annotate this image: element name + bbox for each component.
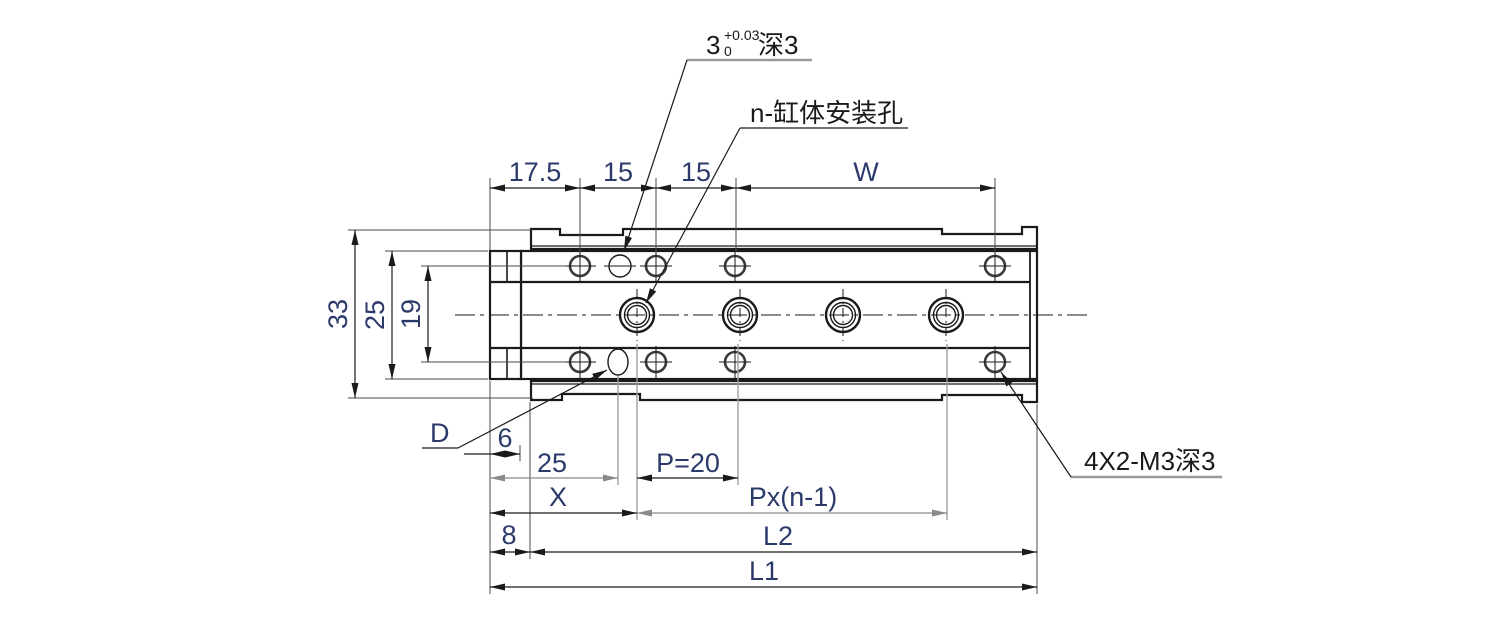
tolerance-suffix: 深3: [758, 30, 798, 60]
dim-19: 19: [396, 299, 426, 329]
dim-w: W: [853, 157, 879, 187]
dim-x: X: [549, 482, 567, 512]
dim-15-b: 15: [681, 157, 711, 187]
large-hole-2: [721, 289, 759, 341]
dim-l2: L2: [763, 521, 793, 551]
large-hole-4: [927, 289, 965, 341]
cylinder-mounting-holes: [618, 289, 965, 341]
d-label: D: [430, 418, 450, 448]
dim-25-left: 25: [360, 300, 390, 330]
mounting-hole-note: n-缸体安装孔: [750, 98, 903, 128]
dim-pxn: Px(n-1): [749, 482, 838, 512]
dim-6: 6: [497, 423, 512, 453]
large-hole-1: [618, 289, 656, 341]
gray-extension-lines: [617, 344, 948, 520]
bottom-plate: [529, 379, 1039, 404]
small-holes-bottom: [564, 346, 1011, 378]
tolerance-sub: 0: [724, 43, 732, 59]
dim-33: 33: [323, 299, 353, 329]
leaders: [422, 58, 1222, 479]
dim-l1: L1: [749, 556, 779, 586]
dim-p20: P=20: [656, 448, 720, 478]
oblong-dowel-hole: [607, 348, 629, 376]
top-plate: [529, 225, 1039, 251]
tolerance-base: 3: [706, 30, 720, 60]
thread-note: 4X2-M3深3: [1084, 446, 1216, 476]
dim-15-a: 15: [603, 157, 633, 187]
dim-8: 8: [501, 520, 516, 550]
large-hole-3: [824, 289, 862, 341]
dim-17-5: 17.5: [509, 157, 562, 187]
annotations: 3 +0.03 0 深3 n-缸体安装孔 4X2-M3深3 D 17.5 15 …: [323, 27, 1216, 586]
dimension-lines: [351, 184, 1037, 591]
tolerance-sup: +0.03: [724, 27, 760, 43]
gray-dimension-lines: [490, 474, 947, 517]
dim-25-bottom: 25: [537, 448, 567, 478]
